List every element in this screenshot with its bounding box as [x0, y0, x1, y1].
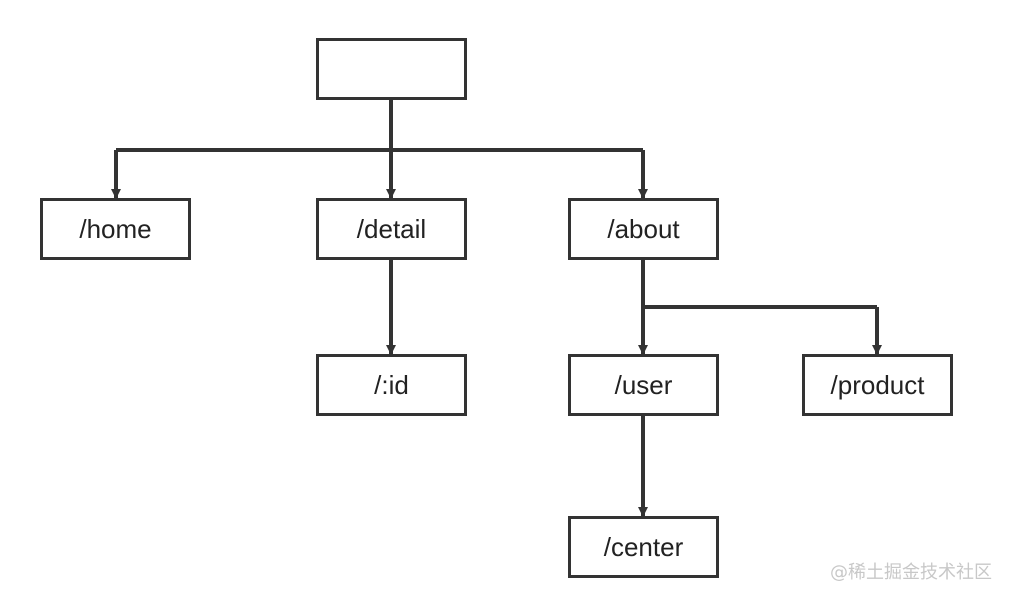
node-detail-label: /detail [356, 213, 427, 244]
watermark: @稀土掘金技术社区 [830, 562, 992, 583]
node-product: /product [802, 354, 953, 416]
node-about-label: /about [607, 213, 680, 244]
node-center: /center [568, 516, 719, 578]
node-center-label: /center [603, 531, 684, 562]
node-detail: /detail [316, 198, 467, 260]
node-user: /user [568, 354, 719, 416]
node-home: /home [40, 198, 191, 260]
node-root [316, 38, 467, 100]
node-id: /:id [316, 354, 467, 416]
node-user-label: /user [614, 369, 673, 400]
node-product-label: /product [830, 369, 925, 400]
node-home-label: /home [79, 213, 152, 244]
node-about: /about [568, 198, 719, 260]
node-id-label: /:id [374, 369, 409, 400]
